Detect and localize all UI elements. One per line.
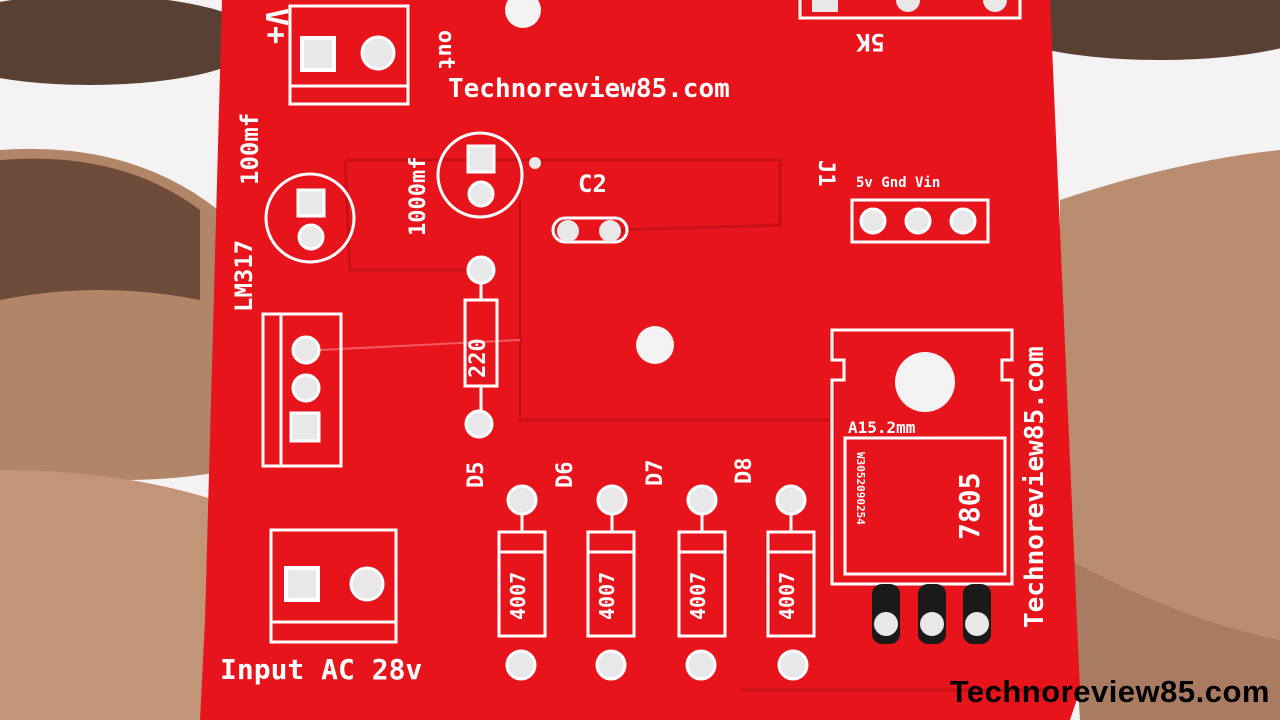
lm317-label: LM317	[230, 239, 258, 312]
reg-7805-label: 7805	[953, 472, 986, 540]
input-ac-terminal	[269, 528, 398, 644]
cap-100mf	[264, 172, 356, 264]
regulator-7805-footprint	[830, 328, 1014, 644]
d5-value-label: 4007	[506, 571, 530, 620]
pot-header	[798, 0, 1022, 20]
d8-value-label: 4007	[775, 571, 799, 620]
top-url-label: Technoreview85.com	[448, 74, 730, 104]
j1-pins-label: 5v Gnd Vin	[856, 175, 941, 191]
cap-1000mf-label: 1000mf	[406, 156, 431, 236]
diode-d7-footprint	[677, 484, 727, 681]
resistor-220	[463, 255, 499, 439]
pcb-board	[200, 0, 1080, 720]
output-connector	[288, 4, 410, 106]
j1-label: J1	[813, 160, 838, 187]
c2-label: C2	[578, 170, 607, 198]
resistor-220-label: 220	[466, 338, 491, 378]
cap-100mf-label: 100mf	[236, 112, 264, 185]
diode-d6-footprint	[586, 484, 636, 681]
diode-d8-footprint	[766, 484, 816, 681]
d7-value-label: 4007	[686, 571, 710, 620]
reg-code-label: W3052090254	[854, 452, 867, 525]
c2-cap	[551, 216, 629, 244]
v-plus-label: V+	[258, 8, 293, 45]
input-ac-label: Input AC 28v	[220, 653, 423, 686]
d7-label: D7	[643, 459, 668, 487]
out-label: out	[433, 30, 458, 70]
d6-value-label: 4007	[595, 571, 619, 620]
j1-header	[850, 198, 990, 244]
d5-label: D5	[464, 461, 489, 489]
d8-label: D8	[732, 457, 757, 485]
watermark-text: Technoreview85.com	[949, 674, 1270, 709]
pot-5k-label: 5K	[856, 28, 885, 56]
diode-d5-footprint	[497, 484, 547, 681]
side-url-label: Technoreview85.com	[1020, 346, 1050, 628]
cap-1000mf	[436, 131, 541, 219]
lm317-terminal	[261, 312, 343, 468]
d6-label: D6	[553, 461, 578, 489]
heatsink-label: A15.2mm	[848, 418, 916, 437]
